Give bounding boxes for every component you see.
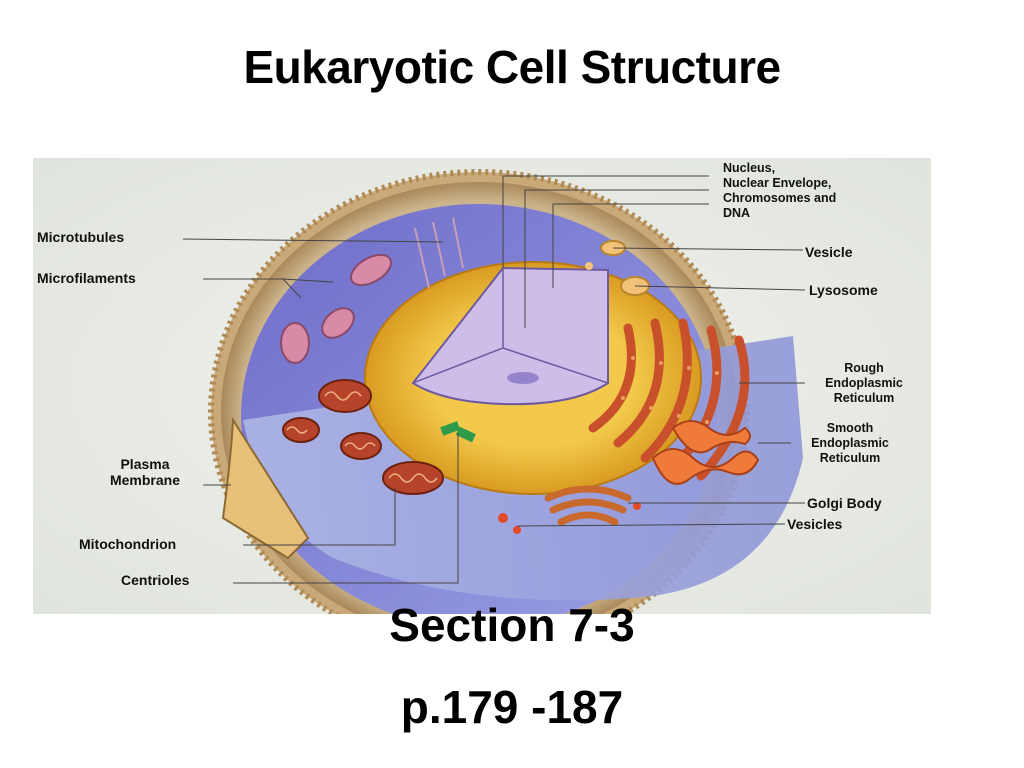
slide-title: Eukaryotic Cell Structure [243, 41, 781, 93]
label-vesicles: Vesicles [787, 516, 843, 532]
label-centrioles: Centrioles [121, 572, 190, 588]
label-rough-er-line3: Reticulum [833, 391, 895, 405]
label-nucleus: Nucleus, [723, 161, 776, 175]
label-dna: DNA [723, 206, 751, 220]
section-number: Section 7-3 [389, 599, 635, 651]
label-smooth-er-line1: Smooth [826, 421, 874, 435]
label-vesicle: Vesicle [805, 244, 853, 260]
label-smooth-er-line2: Endoplasmic [811, 436, 889, 450]
label-rough-er-line2: Endoplasmic [825, 376, 903, 390]
label-plasma-membrane-line1: Plasma [120, 456, 170, 472]
cell-illustration [33, 158, 931, 614]
label-mitochondrion: Mitochondrion [79, 536, 177, 552]
label-chromosomes: Chromosomes and [723, 191, 837, 205]
label-microfilaments: Microfilaments [37, 270, 136, 286]
label-rough-er: Rough Endoplasmic Reticulum [805, 361, 923, 406]
label-golgi-body: Golgi Body [807, 495, 882, 511]
label-smooth-er-line3: Reticulum [819, 451, 881, 465]
page-range: p.179 -187 [400, 681, 624, 733]
label-plasma-membrane-line2: Membrane [109, 472, 181, 488]
label-lysosome: Lysosome [809, 282, 878, 298]
label-nuclear-envelope: Nuclear Envelope, [723, 176, 832, 190]
label-smooth-er: Smooth Endoplasmic Reticulum [791, 421, 909, 466]
label-microtubules: Microtubules [37, 229, 125, 245]
label-rough-er-line1: Rough [844, 361, 884, 375]
label-plasma-membrane: Plasma Membrane [85, 456, 205, 488]
cell-diagram: Nucleus, Nuclear Envelope, Chromosomes a… [33, 158, 931, 614]
label-nucleus-group: Nucleus, Nuclear Envelope, Chromosomes a… [723, 161, 836, 221]
